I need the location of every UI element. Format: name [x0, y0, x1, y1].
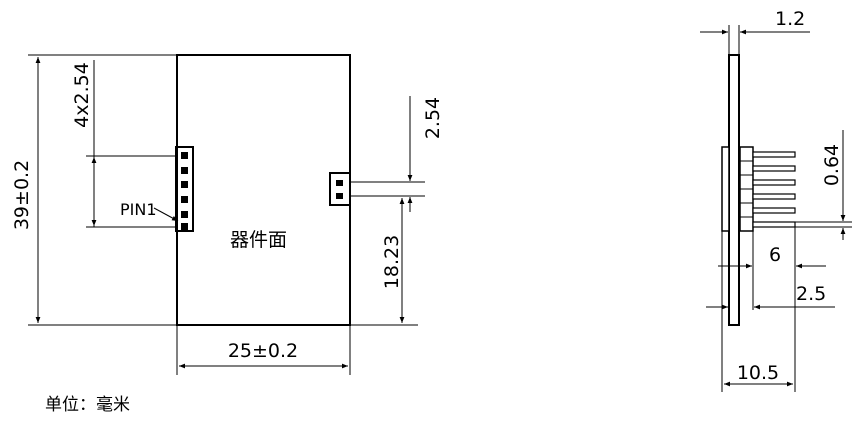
- dim-pin-width: [795, 130, 852, 240]
- side-board: [728, 54, 740, 326]
- dim-board-thickness-text: 1.2: [775, 8, 805, 30]
- side-connector-pads: [336, 180, 343, 199]
- component-side-label: 器件面: [230, 229, 287, 251]
- dim-overall-depth-text: 10.5: [737, 362, 779, 384]
- pin1-label: PIN1: [120, 200, 157, 219]
- dim-overall-depth: [721, 227, 796, 392]
- dim-pin-offset-text: 2.5: [796, 283, 826, 305]
- side-header-body: [721, 146, 754, 232]
- dim-pin-pitch: [86, 60, 176, 228]
- dim-pin-length-text: 6: [769, 244, 781, 266]
- dim-pin-pitch-text: 4x2.54: [71, 62, 93, 128]
- pin1-leader: [153, 207, 179, 222]
- dim-connector-offset-text: 18.23: [381, 235, 403, 289]
- dim-connector-pitch-text: 2.54: [422, 97, 444, 139]
- side-connector: [329, 172, 351, 206]
- side-pins: [752, 151, 796, 228]
- unit-caption: 单位：毫米: [45, 395, 130, 415]
- dim-connector-pitch: [350, 96, 425, 212]
- dim-height-total: [28, 54, 177, 326]
- dim-connector-offset: [350, 198, 418, 326]
- dim-pin-width-text: 0.64: [821, 144, 843, 186]
- module-board-outline: [176, 54, 351, 326]
- pin-header: [175, 146, 194, 232]
- dim-height-total-text: 39±0.2: [11, 160, 33, 230]
- dim-width-total-text: 25±0.2: [228, 340, 298, 362]
- pin-header-pads: [181, 152, 188, 230]
- dim-board-thickness: [700, 25, 810, 55]
- dim-width-total: [176, 325, 351, 375]
